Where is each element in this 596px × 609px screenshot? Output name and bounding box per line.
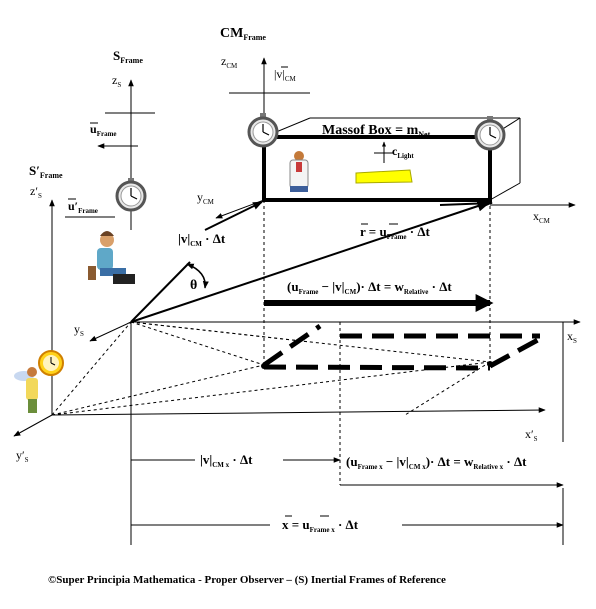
stationary-observer-icon	[88, 231, 135, 284]
s-frame-label: SFrame	[113, 48, 143, 65]
theta-label: θ	[190, 278, 197, 293]
light-beam	[355, 141, 413, 184]
c-light-label: cLight	[392, 144, 414, 160]
v-cm-label: |v|CM	[274, 67, 296, 83]
relative-velocity-equation: (uFrame − |v|CM)· Δt = wRelative · Δt	[287, 279, 452, 296]
proj-point-left	[261, 363, 267, 369]
y-s-prime-label: y′S	[16, 448, 29, 464]
vcmx-dt-label: |v|CM x · Δt	[200, 452, 253, 469]
u-frame-prime-label: u′Frame	[68, 199, 98, 215]
light-pulse	[355, 169, 413, 184]
scientist-icon	[289, 151, 309, 192]
u-frame-label: uFrame	[90, 122, 117, 138]
footer-credit: ©Super Principia Mathematica - Proper Ob…	[48, 574, 446, 586]
x-cm-label: xCM	[533, 209, 551, 225]
stopwatch-icon	[115, 178, 147, 212]
r-equation: r = uFrame · Δt	[360, 224, 431, 241]
x-equation: x = uFrame x · Δt	[282, 517, 359, 534]
y-cm-label: yCM	[197, 190, 215, 206]
moving-observer-icon	[14, 350, 64, 413]
left-clock-icon	[247, 113, 279, 148]
right-clock-icon	[474, 116, 506, 151]
z-cm-label: zCM	[221, 54, 238, 70]
s-prime-frame-label: S′Frame	[29, 163, 63, 180]
relative-x-equation: (uFrame x − |v|CM x)· Δt = wRelative x ·…	[346, 454, 527, 471]
proj-point-right	[487, 361, 493, 367]
distance-arrows	[131, 457, 564, 528]
theta-arc	[186, 263, 209, 289]
x-s-label: xS	[567, 329, 577, 345]
vector-bars	[285, 223, 398, 517]
cm-frame-label: CMFrame	[220, 26, 266, 42]
s-prime-axes	[13, 199, 546, 437]
box-mass-label: Massof Box = mNet	[322, 123, 431, 139]
z-s-label: zS	[112, 73, 121, 89]
x-s-prime-label: x′S	[525, 427, 538, 443]
r-vector	[130, 200, 492, 323]
mass-box	[262, 117, 521, 202]
ground-projection	[262, 323, 547, 371]
projection-lines	[51, 200, 491, 485]
y-s-label: yS	[74, 322, 84, 338]
vcm-dt-label: |v|CM · Δt	[178, 231, 226, 248]
vcm-vector	[130, 261, 191, 323]
z-s-prime-label: z′S	[30, 184, 42, 200]
